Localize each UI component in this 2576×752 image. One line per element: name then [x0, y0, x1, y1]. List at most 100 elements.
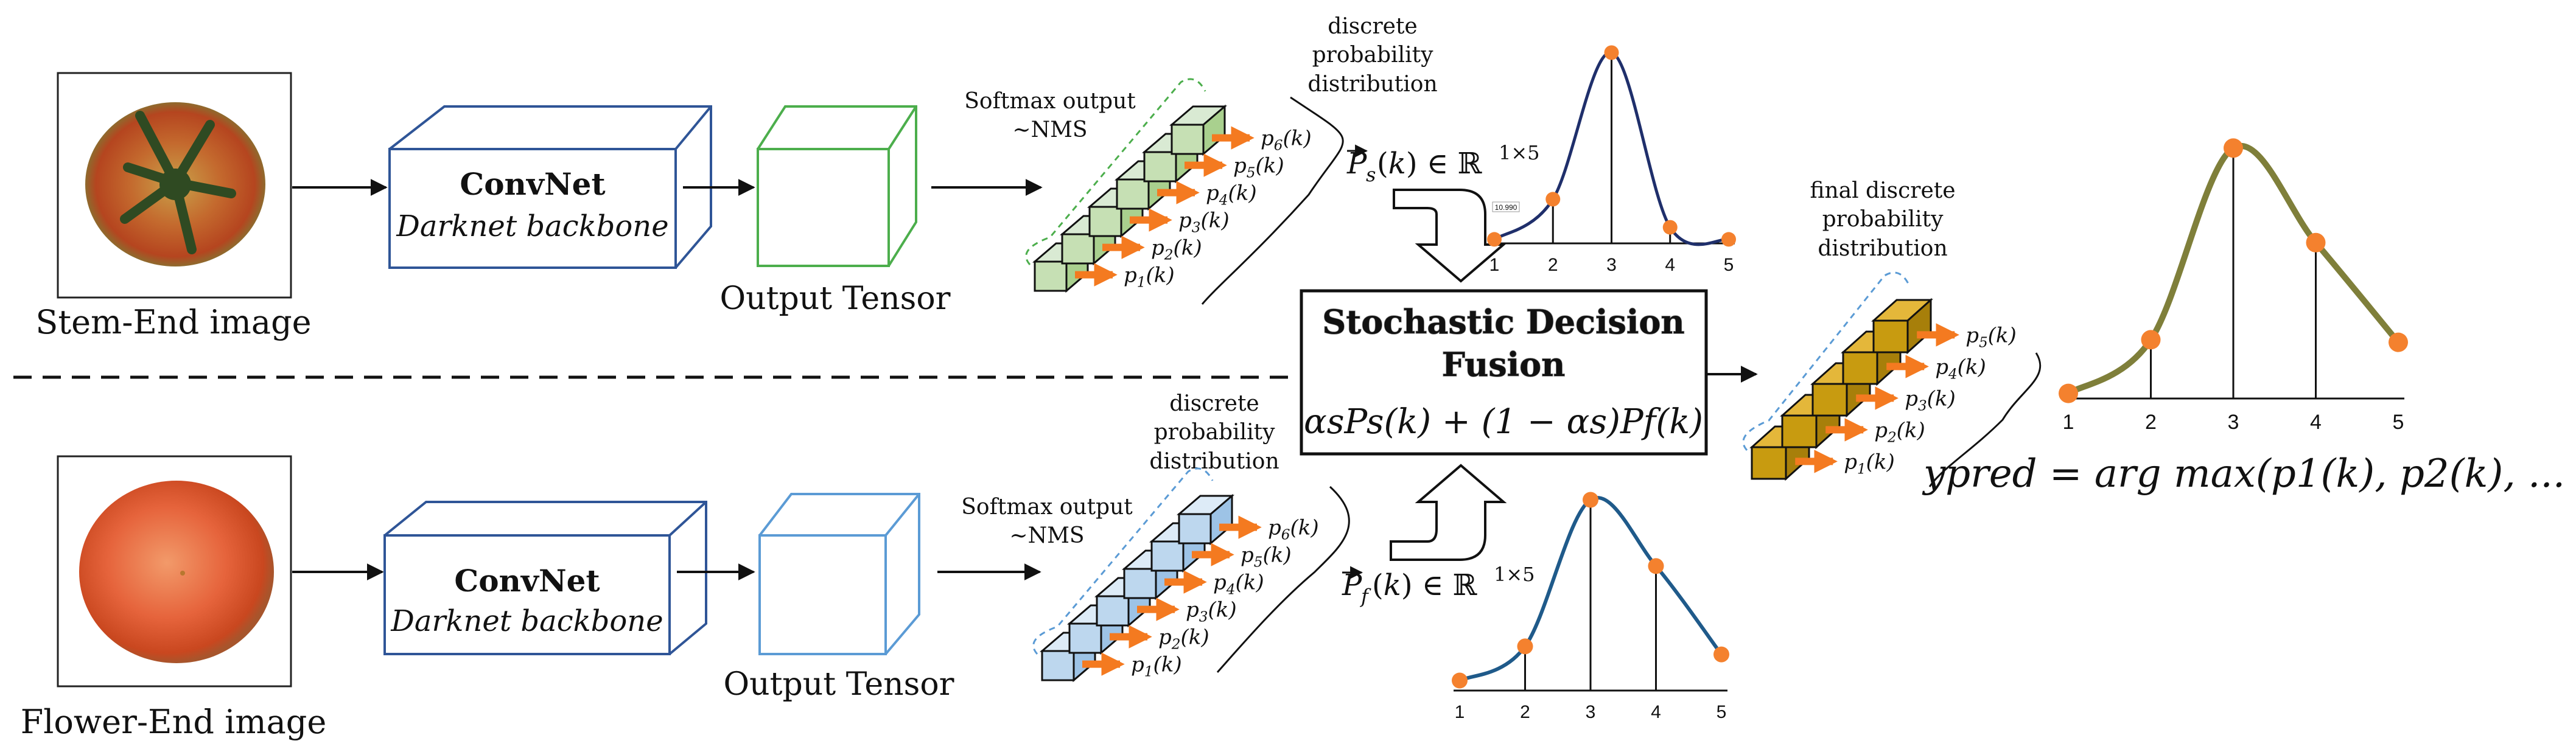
top-chart-point-3 [1604, 45, 1619, 60]
top-stack-label-5: p2(k) [1151, 236, 1202, 263]
final-chart-tick-5: 5 [2393, 411, 2404, 434]
final-chart-point-1 [2059, 383, 2078, 403]
discrete-label-bottom-3: distribution [1149, 449, 1279, 474]
discrete-label-top-3: distribution [1307, 72, 1437, 97]
bent-arrow-top-to-fusion [1393, 189, 1507, 283]
svg-text:s: s [1366, 163, 1376, 186]
probability-stack-bottom: p6(k)p5(k)p4(k)p3(k)p2(k)p1(k) [1032, 467, 1319, 683]
final-stack-label-3: p3(k) [1905, 386, 1956, 414]
bottom-chart-point-1 [1452, 672, 1468, 689]
top-chart-point-4 [1662, 220, 1678, 235]
bottom-stack-label-3: p4(k) [1213, 571, 1264, 598]
convnet-subtitle-bottom: Darknet backbone [390, 604, 663, 638]
bottom-chart-point-3 [1583, 492, 1598, 508]
discrete-label-bottom-1: discrete [1169, 391, 1259, 416]
discrete-label-top-1: discrete [1328, 14, 1417, 39]
final-label-2: probability [1822, 207, 1944, 232]
top-chart-point-1 [1487, 232, 1502, 247]
nms-label-bottom: ~NMS [1009, 523, 1084, 548]
top-chart-tag: 10.990 [1495, 203, 1517, 212]
final-chart-point-4 [2306, 232, 2326, 252]
top-stack-dashed-bracket [1025, 78, 1206, 265]
final-stack-cell-5 [1871, 298, 1933, 355]
brace-top [1201, 96, 1344, 305]
final-chart-point-3 [2224, 138, 2243, 158]
final-chart-point-5 [2389, 332, 2408, 352]
final-chart-tick-3: 3 [2228, 411, 2239, 434]
discrete-label-bottom-2: probability [1154, 420, 1275, 445]
output-tensor-cube-top [757, 105, 917, 267]
bottom-chart-point-4 [1648, 558, 1664, 574]
ypred-equation: ypred = arg max(p1(k), p2(k), ... p5(k)) [1922, 451, 2576, 496]
brace-final [1928, 352, 2042, 487]
bottom-chart-point-2 [1517, 638, 1533, 655]
bottom-stack-label-6: p1(k) [1131, 653, 1182, 680]
flower-end-caption: Flower-End image [21, 703, 327, 741]
final-chart-tick-1: 1 [2063, 411, 2074, 434]
final-stack-label-2: p4(k) [1935, 355, 1986, 382]
top-chart-tag-box [1492, 201, 1520, 212]
vector-label-top: P s (k) ∈ ℝ 1×5 [1346, 141, 1540, 186]
vector-label-bottom: P f (k) ∈ ℝ 1×5 [1342, 563, 1535, 608]
bent-arrow-bottom-to-fusion [1390, 464, 1507, 561]
bottom-branch: Flower-End image ConvNet Darknet backbon… [21, 391, 1729, 741]
softmax-label-top: Softmax output [964, 89, 1136, 114]
top-stack-label-3: p4(k) [1206, 181, 1257, 209]
fusion-formula: αsPs(k) + (1 − αs)Pf(k) [1304, 402, 1703, 442]
convnet-box-top [388, 105, 712, 269]
convnet-title-bottom: ConvNet [454, 563, 600, 599]
svg-text:1×5: 1×5 [1499, 141, 1540, 164]
bottom-stack-label-2: p5(k) [1241, 543, 1292, 571]
svg-text:f: f [1360, 585, 1371, 608]
top-chart-tick-3: 3 [1606, 255, 1617, 275]
top-stack-cell-6 [1169, 104, 1228, 156]
convnet-subtitle-top: Darknet backbone [396, 209, 668, 243]
top-stack-label-1: p6(k) [1261, 127, 1312, 154]
fusion-title-line1: Stochastic Decision [1322, 302, 1684, 341]
bottom-stack-label-4: p3(k) [1186, 598, 1237, 625]
bottom-chart-point-5 [1713, 646, 1729, 663]
flower-end-tomato-image [79, 481, 274, 663]
brace-bottom [1216, 486, 1350, 673]
bottom-stack-label-5: p2(k) [1158, 625, 1209, 653]
top-chart-tick-1: 1 [1489, 255, 1500, 275]
fusion-box: Stochastic Decision Fusion αsPs(k) + (1 … [1300, 289, 1708, 456]
final-stack-label-5: p1(k) [1844, 450, 1895, 477]
bottom-stack-dashed-bracket [1032, 467, 1214, 655]
bottom-chart-tick-4: 4 [1651, 702, 1661, 722]
probability-stack-top: p6(k)p5(k)p4(k)p3(k)p2(k)p1(k) [1025, 78, 1312, 293]
bottom-chart-tick-5: 5 [1717, 702, 1727, 722]
convnet-title-top: ConvNet [460, 166, 605, 202]
discrete-label-top-2: probability [1312, 43, 1433, 68]
bottom-stack-label-1: p6(k) [1268, 516, 1319, 543]
final-stack-label-1: p5(k) [1965, 323, 2017, 350]
top-chart-tick-4: 4 [1665, 255, 1675, 275]
output-tensor-caption-bottom: Output Tensor [724, 666, 954, 703]
svg-text:1×5: 1×5 [1494, 563, 1535, 586]
output-tensor-cube-bottom [758, 493, 920, 655]
bottom-chart-tick-3: 3 [1586, 702, 1596, 722]
stem-end-caption: Stem-End image [35, 303, 311, 341]
final-label-3: distribution [1818, 236, 1947, 261]
top-stack-label-6: p1(k) [1124, 263, 1175, 291]
bottom-chart-tick-2: 2 [1520, 702, 1530, 722]
nms-label-top: ~NMS [1012, 117, 1087, 142]
final-stack-dashed-bracket [1742, 271, 1910, 451]
top-chart-tick-5: 5 [1724, 255, 1734, 275]
bottom-stack-cell-6 [1176, 493, 1235, 546]
convnet-box-bottom [383, 501, 707, 655]
top-chart-point-5 [1721, 232, 1736, 247]
top-stack-label-2: p5(k) [1233, 154, 1284, 181]
final-chart-tick-2: 2 [2145, 411, 2157, 434]
svg-text:(k) ∈ ℝ: (k) ∈ ℝ [1377, 147, 1482, 181]
output-tensor-caption-top: Output Tensor [720, 280, 951, 317]
final-label-1: final discrete [1810, 178, 1955, 203]
final-chart-point-2 [2141, 330, 2161, 350]
top-branch: Stem-End image ConvNet Darknet backbone … [35, 14, 1736, 341]
top-chart-point-2 [1545, 192, 1561, 207]
final-output: final discrete probability distribution … [1742, 138, 2576, 496]
bottom-chart-tick-1: 1 [1455, 702, 1465, 722]
